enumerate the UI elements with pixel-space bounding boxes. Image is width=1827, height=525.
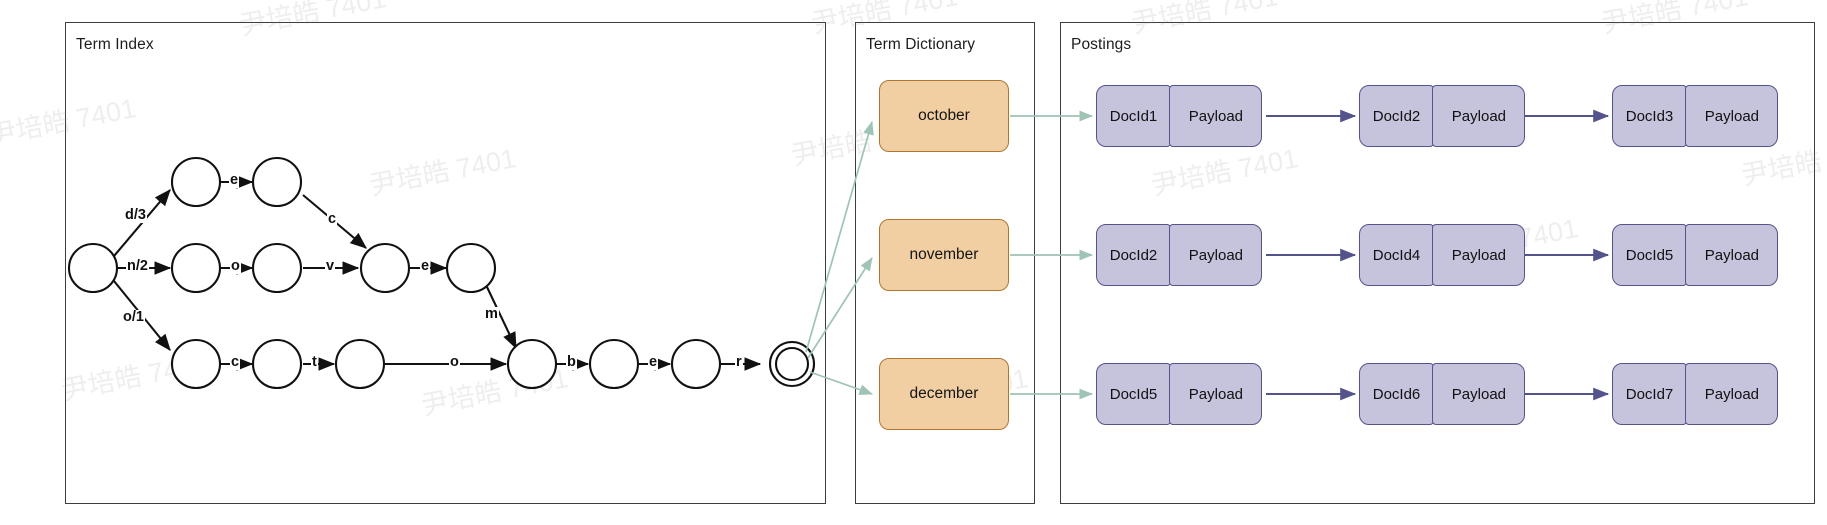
posting-payload: Payload bbox=[1685, 363, 1779, 425]
posting-payload: Payload bbox=[1432, 85, 1526, 147]
posting-node[interactable]: DocId4 Payload bbox=[1359, 224, 1526, 286]
posting-payload: Payload bbox=[1685, 85, 1779, 147]
fst-edge-label-o1: o/1 bbox=[122, 309, 145, 325]
posting-docid: DocId4 bbox=[1359, 224, 1434, 286]
posting-node[interactable]: DocId1 Payload bbox=[1096, 85, 1263, 147]
fst-edge-label-b: b bbox=[566, 354, 577, 370]
fst-edge-label-o2: o bbox=[449, 354, 460, 370]
posting-payload: Payload bbox=[1685, 224, 1779, 286]
posting-payload: Payload bbox=[1169, 224, 1263, 286]
posting-payload: Payload bbox=[1169, 85, 1263, 147]
posting-payload: Payload bbox=[1169, 363, 1263, 425]
fst-edge-label-e2: e bbox=[420, 258, 431, 274]
fst-edge-label-t: t bbox=[311, 354, 318, 370]
fst-edge-label-m: m bbox=[484, 306, 499, 322]
fst-edge-label-d3: d/3 bbox=[124, 207, 147, 223]
posting-docid: DocId3 bbox=[1612, 85, 1687, 147]
posting-docid: DocId5 bbox=[1096, 363, 1171, 425]
posting-node[interactable]: DocId2 Payload bbox=[1359, 85, 1526, 147]
posting-node[interactable]: DocId7 Payload bbox=[1612, 363, 1779, 425]
panel-title-postings: Postings bbox=[1071, 36, 1132, 53]
posting-docid: DocId7 bbox=[1612, 363, 1687, 425]
term-dictionary-item-december[interactable]: december bbox=[879, 358, 1009, 430]
posting-node[interactable]: DocId2 Payload bbox=[1096, 224, 1263, 286]
fst-edge-label-n2: n/2 bbox=[126, 258, 149, 274]
fst-edge-label-e3: e bbox=[648, 354, 659, 370]
panel-term-index bbox=[65, 22, 826, 504]
posting-docid: DocId5 bbox=[1612, 224, 1687, 286]
fst-edge-label-c2: c bbox=[230, 354, 241, 370]
fst-edge-label-v: v bbox=[325, 258, 336, 274]
panel-title-term-dictionary: Term Dictionary bbox=[866, 36, 976, 53]
posting-docid: DocId2 bbox=[1096, 224, 1171, 286]
fst-edge-label-e1: e bbox=[229, 172, 240, 188]
posting-docid: DocId1 bbox=[1096, 85, 1171, 147]
posting-node[interactable]: DocId3 Payload bbox=[1612, 85, 1779, 147]
posting-node[interactable]: DocId5 Payload bbox=[1096, 363, 1263, 425]
fst-edge-label-r: r bbox=[735, 354, 743, 370]
fst-edge-label-c1: c bbox=[327, 211, 338, 227]
posting-docid: DocId6 bbox=[1359, 363, 1434, 425]
posting-node[interactable]: DocId5 Payload bbox=[1612, 224, 1779, 286]
term-dictionary-item-november[interactable]: november bbox=[879, 219, 1009, 291]
posting-docid: DocId2 bbox=[1359, 85, 1434, 147]
posting-payload: Payload bbox=[1432, 363, 1526, 425]
term-dictionary-item-october[interactable]: october bbox=[879, 80, 1009, 152]
fst-edge-label-o1e: o bbox=[230, 258, 241, 274]
posting-payload: Payload bbox=[1432, 224, 1526, 286]
panel-title-term-index: Term Index bbox=[76, 36, 154, 53]
posting-node[interactable]: DocId6 Payload bbox=[1359, 363, 1526, 425]
